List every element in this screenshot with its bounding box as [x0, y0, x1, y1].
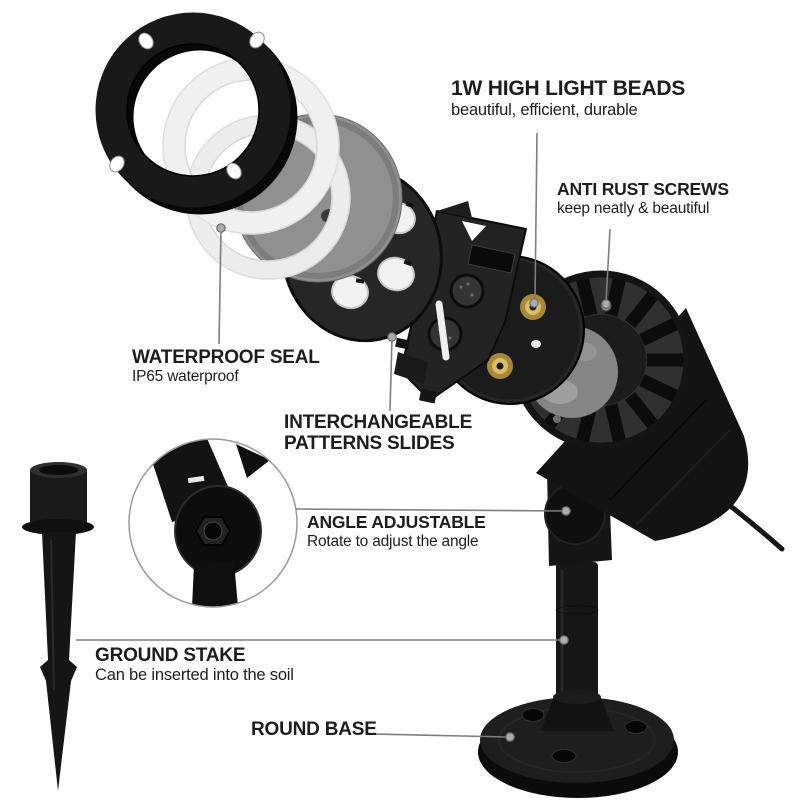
callout-anti-rust-screws-subtitle: keep neatly & beautiful — [557, 199, 710, 217]
ground-stake — [22, 462, 94, 791]
callout-angle-adjustable-subtitle: Rotate to adjust the angle — [307, 532, 479, 550]
callout-ground-stake-title: GROUND STAKE — [95, 645, 246, 666]
callout-pattern-slides-line2: PATTERNS SLIDES — [284, 433, 455, 455]
callout-round-base: ROUND BASE — [251, 719, 377, 740]
callout-pattern-slides-line1: INTERCHANGEABLE — [284, 412, 473, 433]
mounting-pole — [541, 562, 614, 731]
leader-ground-stake — [76, 635, 569, 645]
leader-angle-adjustable — [295, 506, 571, 516]
callout-pattern-slides: INTERCHANGEABLE PATTERNS SLIDES — [284, 412, 472, 455]
callout-light-beads-subtitle: beautiful, efficient, durable — [451, 100, 638, 119]
callout-light-beads: 1W HIGH LIGHT BEADS beautiful, efficient… — [451, 77, 685, 119]
leader-light-beads — [529, 132, 539, 308]
callout-waterproof-seal-title: WATERPROOF SEAL — [132, 347, 320, 368]
leader-lines — [76, 132, 611, 742]
callout-ground-stake-subtitle: Can be inserted into the soil — [95, 666, 294, 685]
led-bead — [487, 353, 513, 379]
callout-anti-rust-screws: ANTI RUST SCREWS keep neatly & beautiful — [557, 179, 729, 217]
front-cover-ring — [95, 12, 298, 215]
callout-angle-adjustable: ANGLE ADJUSTABLE Rotate to adjust the an… — [307, 512, 486, 550]
callout-anti-rust-screws-title: ANTI RUST SCREWS — [557, 179, 729, 199]
callout-angle-adjustable-title: ANGLE ADJUSTABLE — [307, 512, 486, 532]
callout-ground-stake: GROUND STAKE Can be inserted into the so… — [95, 645, 294, 685]
angle-joint-inset — [128, 438, 298, 608]
callout-waterproof-seal-subtitle: IP65 waterproof — [132, 368, 239, 386]
leader-round-base — [370, 732, 515, 742]
callout-waterproof-seal: WATERPROOF SEAL IP65 waterproof — [132, 347, 320, 386]
leader-anti-rust-screws — [601, 228, 611, 309]
callout-round-base-title: ROUND BASE — [251, 719, 377, 740]
rim-screw — [553, 415, 561, 423]
leader-waterproof-seal — [216, 223, 226, 345]
callout-light-beads-title: 1W HIGH LIGHT BEADS — [451, 77, 686, 100]
leader-pattern-slides — [387, 332, 397, 412]
round-base — [478, 697, 678, 798]
